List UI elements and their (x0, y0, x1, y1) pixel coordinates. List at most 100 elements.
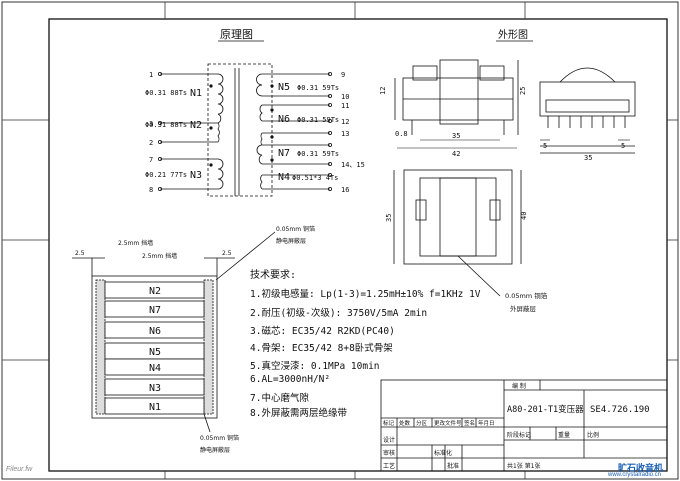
pin-label: 14、15 (341, 161, 365, 169)
layer-label: N2 (149, 286, 161, 297)
title-block (380, 379, 668, 472)
right-watermark-title: 旷石收音机 (618, 463, 664, 473)
svg-text:0.05mm 铜箔: 0.05mm 铜箔 (200, 434, 239, 442)
title-block-row-labels: 标记 处数 分区 更改文件号 签名 年月日 (383, 419, 495, 427)
pin-label: 16 (341, 186, 349, 194)
pin-label: 13 (341, 130, 349, 138)
dimension-labels: 12 25 0.8 35 42 5 5 35 35 40 (379, 87, 625, 222)
svg-text:设计: 设计 (383, 436, 395, 444)
layer-label: N1 (149, 402, 161, 413)
dim-label: 5 (543, 142, 547, 150)
svg-text:处数: 处数 (399, 419, 411, 427)
drawing-title: A80-201-T1变压器 (507, 404, 584, 415)
layer-labels: N2 N7 N6 N5 N4 N3 N1 (149, 286, 161, 413)
winding-spec: Φ0.51*3 4Ts (292, 174, 338, 182)
winding-name: N3 (190, 170, 202, 181)
pin-label: 11 (341, 102, 349, 110)
winding-names: N1 N2 N3 N5 N6 N7 N4 (190, 82, 290, 183)
svg-text:更改文件号: 更改文件号 (434, 419, 462, 427)
pin-label: 3 (149, 120, 153, 128)
outline-shield-note: 0.05mm 铜箔 外屏蔽层 (505, 291, 548, 313)
svg-text:审核: 审核 (383, 449, 395, 457)
outline-front-view (394, 59, 519, 135)
svg-text:静电屏蔽层: 静电屏蔽层 (276, 237, 306, 245)
dim-label: 25 (519, 87, 527, 95)
drawing-number: SE4.726.190 (590, 405, 650, 415)
svg-text:批准: 批准 (447, 462, 459, 470)
dim-label: 40 (520, 212, 528, 220)
pin-label: 8 (149, 186, 153, 194)
pin-labels: 1 3 2 7 8 9 10 11 12 13 14、15 16 (149, 71, 365, 194)
layer-label: N3 (149, 383, 161, 394)
svg-text:0.05mm 铜箔: 0.05mm 铜箔 (276, 225, 315, 233)
inner-frame (48, 18, 668, 472)
svg-text:2.5: 2.5 (75, 250, 85, 257)
outline-top-view (393, 169, 522, 297)
dim-label: 0.8 (395, 130, 408, 138)
polarity-dots (209, 84, 274, 167)
winding-cross-section (72, 231, 276, 433)
sheet-count: 共1张 第1张 (507, 462, 541, 470)
dim-label: 42 (452, 150, 460, 158)
svg-text:2.5: 2.5 (222, 250, 232, 257)
winding-spec: Φ0.31 59Ts (297, 116, 339, 124)
schematic (157, 63, 332, 197)
winding-name: N5 (278, 82, 290, 93)
requirement-item: 3.磁芯: EC35/42 R2KD(PC40) (250, 326, 395, 337)
svg-text:签名: 签名 (464, 419, 475, 427)
dim-label: 5 (621, 142, 625, 150)
svg-text:标准化: 标准化 (434, 449, 452, 457)
winding-spec: Φ0.31 59Ts (297, 150, 339, 158)
requirement-item: 8.外屏蔽需两层绝缘带 (250, 408, 347, 419)
pin-label: 9 (341, 71, 345, 79)
requirement-item: 2.耐压(初级-次级): 3750V/5mA 2min (250, 308, 428, 319)
requirements-heading: 技术要求: (250, 270, 297, 281)
svg-text:2.5mm 挡墙: 2.5mm 挡墙 (142, 252, 177, 260)
winding-name: N6 (278, 114, 290, 125)
winding-specs: Φ0.31 88Ts Φ0.31 88Ts Φ0.21 77Ts Φ0.31 5… (145, 84, 339, 182)
pin-label: 1 (149, 71, 153, 79)
left-watermark: Fileur.fw (6, 466, 33, 473)
requirement-item: 5.真空浸漆: 0.1MPa 10min (250, 361, 380, 372)
outline-title: 外形图 (498, 29, 528, 41)
dim-label: 35 (452, 132, 460, 140)
layer-label: N7 (149, 305, 161, 316)
winding-spec: Φ0.21 77Ts (145, 171, 187, 179)
schematic-title: 原理图 (220, 28, 253, 41)
pin-label: 7 (149, 156, 153, 164)
pin-label: 12 (341, 118, 349, 126)
winding-name: N2 (190, 120, 202, 131)
pin-label: 2 (149, 139, 153, 147)
winding-spec: Φ0.31 59Ts (297, 84, 339, 92)
title-block-side-labels: 设计 审核 工艺 标准化 批准 (383, 436, 459, 470)
winding-spec: Φ0.31 88Ts (145, 89, 187, 97)
svg-text:重量: 重量 (558, 431, 570, 439)
dim-label: 35 (584, 154, 592, 162)
requirement-item: 1.初级电感量: Lp(1-3)=1.25mH±10% f=1KHz 1V (250, 289, 481, 300)
svg-text:外屏蔽层: 外屏蔽层 (510, 304, 537, 313)
layer-label: N6 (149, 326, 161, 337)
layer-label: N5 (149, 347, 161, 358)
svg-text:标记: 标记 (383, 419, 395, 427)
svg-text:阶段标记: 阶段标记 (507, 431, 531, 439)
winding-spec: Φ0.31 88Ts (145, 121, 187, 129)
right-watermark-url: www.crystalradio.cn (608, 472, 662, 478)
winding-name: N7 (278, 148, 290, 159)
requirement-item: 6.AL=3000nH/N² (250, 374, 331, 385)
outline-side-view (539, 67, 636, 154)
svg-text:静电屏蔽层: 静电屏蔽层 (200, 446, 230, 454)
svg-text:比例: 比例 (587, 431, 599, 439)
svg-text:工艺: 工艺 (383, 462, 395, 470)
winding-name: N4 (278, 172, 290, 183)
svg-text:分区: 分区 (416, 419, 428, 427)
dim-label: 35 (385, 214, 393, 222)
svg-text:0.05mm 铜箔: 0.05mm 铜箔 (505, 291, 548, 300)
winding-name: N1 (190, 88, 202, 99)
svg-text:2.5mm 挡墙: 2.5mm 挡墙 (118, 239, 153, 247)
pin-label: 10 (341, 93, 349, 101)
svg-text:年月日: 年月日 (478, 419, 495, 427)
layer-label: N4 (149, 363, 161, 374)
cross-section-notes: 2.5 2.5 2.5mm 挡墙 2.5mm 挡墙 0.05mm 铜箔 静电屏蔽… (75, 225, 315, 454)
